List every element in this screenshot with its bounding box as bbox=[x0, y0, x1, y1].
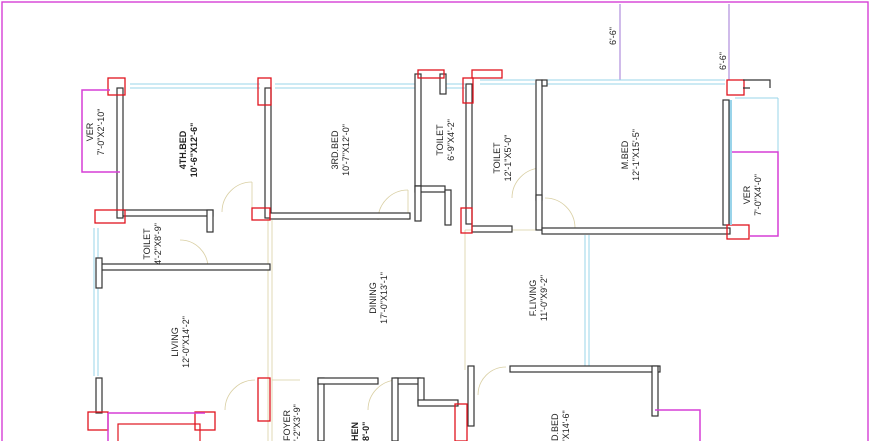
room-label-dining: DINING 17'-0"X13'-1" bbox=[368, 272, 389, 324]
svg-text:VER: VER bbox=[742, 185, 752, 204]
top-gap-dimension: 6'-6" bbox=[608, 27, 618, 45]
svg-text:HEN: HEN bbox=[350, 422, 360, 441]
svg-text:D.BED: D.BED bbox=[550, 413, 560, 441]
room-label-toilet-left: TOILET 4'-2"X8'-9" bbox=[142, 223, 163, 265]
svg-text:FOYER: FOYER bbox=[282, 409, 292, 441]
columns bbox=[87, 69, 750, 441]
svg-text:7'-0"X2'-10": 7'-0"X2'-10" bbox=[96, 109, 106, 156]
svg-text:TOILET: TOILET bbox=[435, 124, 445, 156]
svg-text:4'-2"X8'-9": 4'-2"X8'-9" bbox=[153, 223, 163, 265]
svg-text:8'-0": 8'-0" bbox=[361, 422, 371, 441]
right-gap-dimension: 6'-6" bbox=[718, 52, 728, 70]
svg-text:M.BED: M.BED bbox=[620, 140, 630, 169]
room-label-kitchen: HEN 8'-0" bbox=[350, 422, 371, 441]
room-label-3rd-bed: 3RD.BED 10'-7"X12'-0" bbox=[330, 124, 351, 176]
dimension-guides bbox=[619, 4, 730, 80]
svg-text:DINING: DINING bbox=[368, 282, 378, 314]
svg-text:17'-0"X13'-1": 17'-0"X13'-1" bbox=[379, 272, 389, 324]
room-label-4th-bed: 4TH.BED 10'-6"X12'-6" bbox=[178, 123, 199, 178]
svg-text:VER: VER bbox=[85, 122, 95, 141]
room-label-ver-left: VER 7'-0"X2'-10" bbox=[85, 109, 106, 156]
room-label-ver-right: VER 7'-0"X4'-0" bbox=[742, 174, 763, 216]
lift-box bbox=[117, 423, 201, 441]
balcony-boundaries bbox=[81, 89, 779, 441]
svg-text:6'-9"X4'-2": 6'-9"X4'-2" bbox=[446, 119, 456, 161]
svg-text:LIVING: LIVING bbox=[170, 327, 180, 357]
svg-text:10'-7"X12'-0": 10'-7"X12'-0" bbox=[341, 124, 351, 176]
svg-text:11'-0"X9'-2": 11'-0"X9'-2" bbox=[539, 275, 549, 321]
svg-text:12'-1"X15'-5": 12'-1"X15'-5" bbox=[631, 129, 641, 181]
svg-text:3RD.BED: 3RD.BED bbox=[330, 130, 340, 170]
svg-text:TOILET: TOILET bbox=[492, 142, 502, 174]
svg-text:12'-1"X5'-0": 12'-1"X5'-0" bbox=[503, 135, 513, 182]
svg-text:7'-0"X4'-0": 7'-0"X4'-0" bbox=[753, 174, 763, 216]
svg-text:'-2"X3'-9": '-2"X3'-9" bbox=[292, 404, 302, 441]
svg-text:10'-6"X12'-6": 10'-6"X12'-6" bbox=[189, 123, 199, 178]
mbed-corner-hook bbox=[743, 79, 771, 89]
room-label-m-bed: M.BED 12'-1"X15'-5" bbox=[620, 129, 641, 181]
svg-text:F.LIVING: F.LIVING bbox=[528, 280, 538, 317]
room-label-living: LIVING 12'-0"X14'-2" bbox=[170, 316, 191, 368]
room-label-foyer: FOYER '-2"X3'-9" bbox=[282, 404, 302, 441]
room-label-toilet-right: TOILET 12'-1"X5'-0" bbox=[492, 135, 513, 182]
svg-text:4TH.BED: 4TH.BED bbox=[178, 130, 188, 169]
svg-text:'X14'-6": 'X14'-6" bbox=[561, 410, 571, 441]
svg-text:TOILET: TOILET bbox=[142, 228, 152, 260]
svg-text:12'-0"X14'-2": 12'-0"X14'-2" bbox=[181, 316, 191, 368]
room-label-bottom-bed: D.BED 'X14'-6" bbox=[550, 410, 571, 441]
room-label-toilet-mid: TOILET 6'-9"X4'-2" bbox=[435, 119, 456, 161]
room-label-f-living: F.LIVING 11'-0"X9'-2" bbox=[528, 275, 549, 321]
